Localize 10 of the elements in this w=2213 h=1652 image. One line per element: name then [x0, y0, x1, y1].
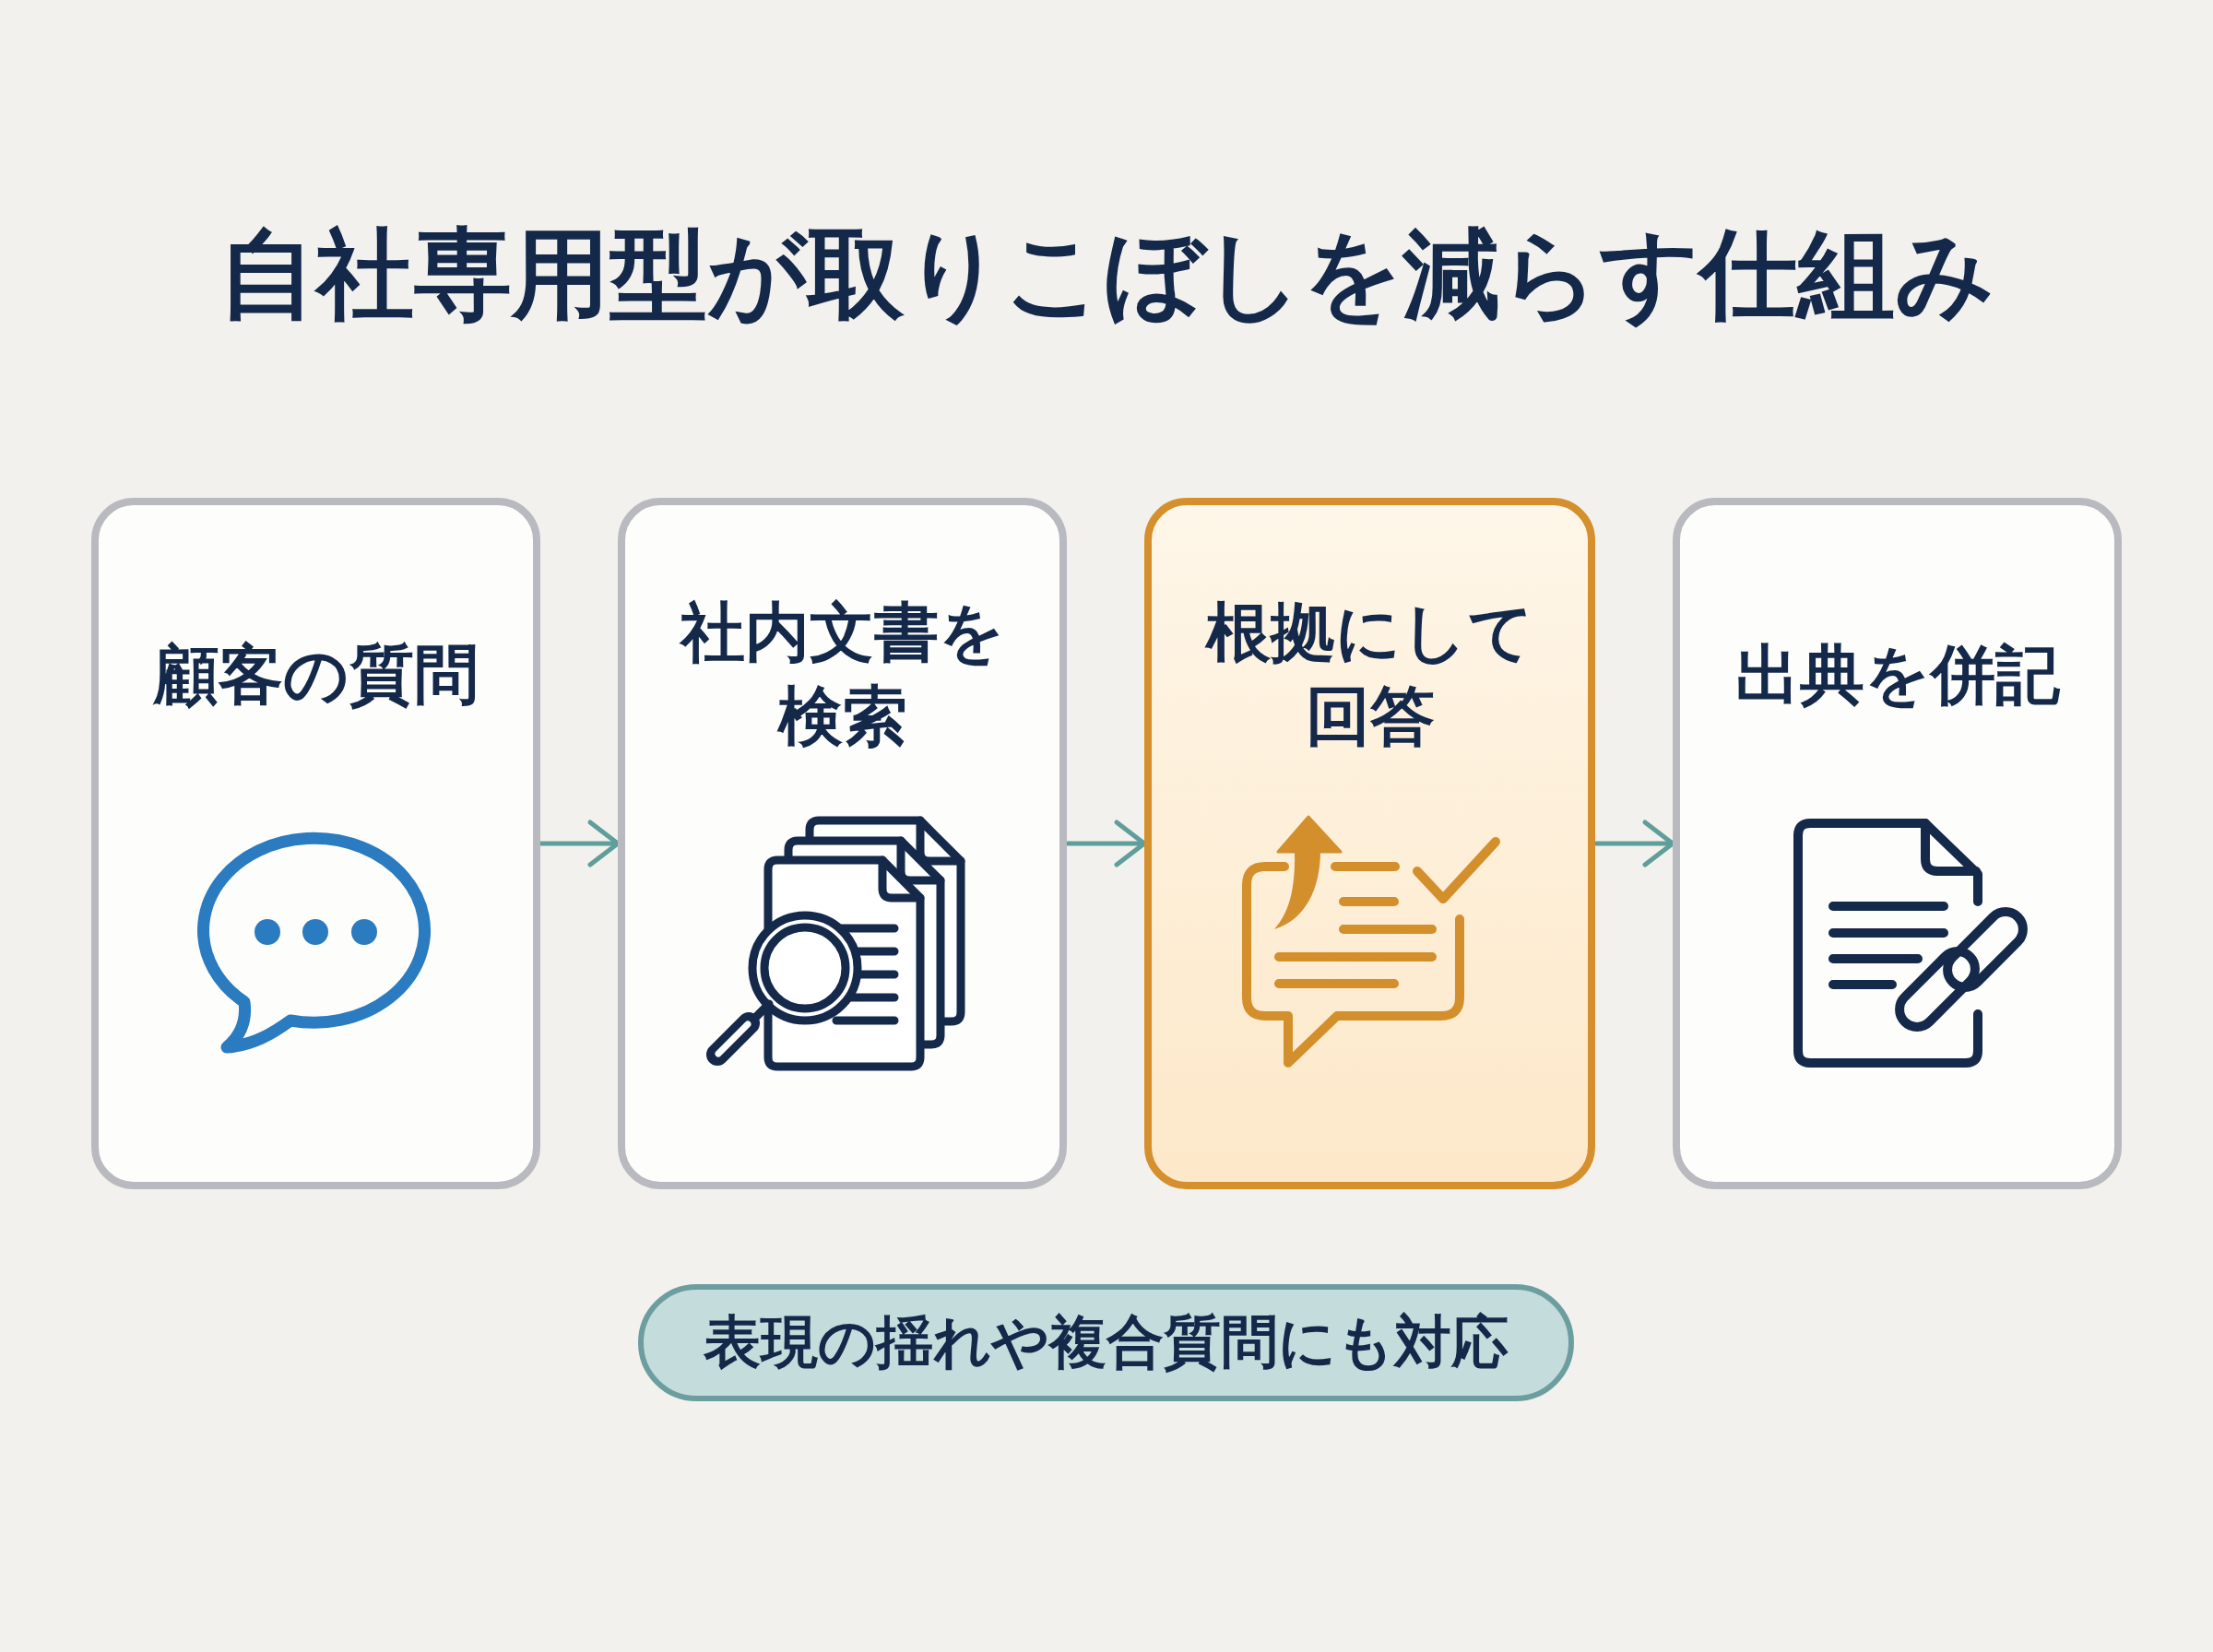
step-card	[91, 498, 540, 1189]
step-card	[1673, 498, 2122, 1189]
title: 自社専用型が取りこぼしを減らす仕組み	[219, 217, 1994, 333]
step-label: 顧客の質問	[151, 635, 479, 714]
step-label: 出典を併記	[1734, 635, 2062, 714]
highlighted-step-card	[1144, 498, 1595, 1189]
step-card	[618, 498, 1067, 1189]
step-label: 社内文書を検索	[678, 594, 1006, 756]
note-text: 表現の揺れや複合質問にも対応	[704, 1308, 1509, 1377]
step-label: 根拠にして回答	[1203, 594, 1535, 756]
